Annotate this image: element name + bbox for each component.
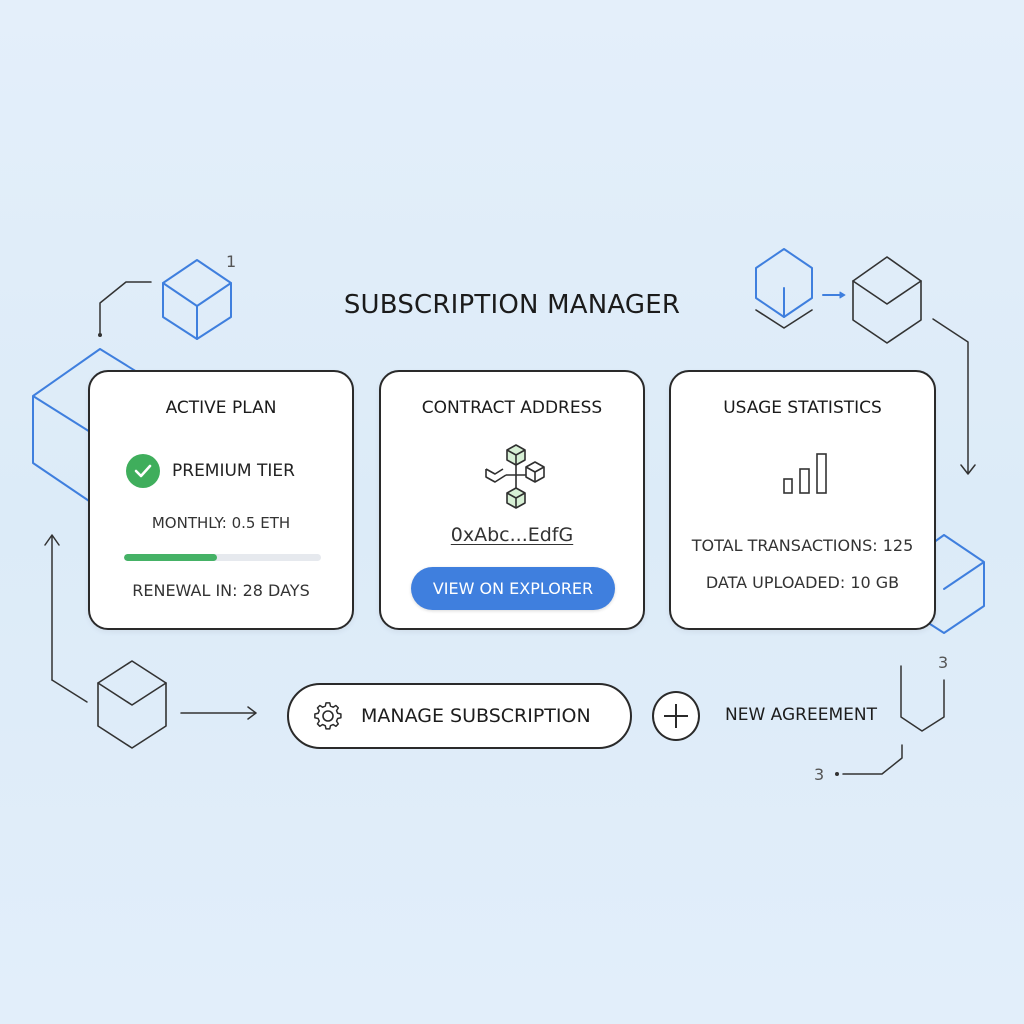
diagram-label-3-bottom: 3 <box>814 765 825 784</box>
check-circle-icon <box>126 454 160 488</box>
active-plan-card: ACTIVE PLAN PREMIUM TIER MONTHLY: 0.5 ET… <box>88 370 354 630</box>
bar-chart-icon <box>783 453 827 494</box>
total-transactions: TOTAL TRANSACTIONS: 125 <box>691 536 914 555</box>
contract-address-link[interactable]: 0xAbc...EdfG <box>450 524 574 546</box>
usage-statistics-card: USAGE STATISTICS TOTAL TRANSACTIONS: 125… <box>669 370 936 630</box>
new-agreement-label[interactable]: NEW AGREEMENT <box>725 705 877 725</box>
plus-icon <box>664 704 688 728</box>
progress-fill <box>124 554 217 561</box>
card-title: CONTRACT ADDRESS <box>421 398 603 418</box>
gear-icon <box>314 702 342 730</box>
card-title: USAGE STATISTICS <box>723 398 882 418</box>
manage-subscription-button[interactable]: MANAGE SUBSCRIPTION <box>287 683 632 749</box>
plan-tier: PREMIUM TIER <box>126 454 295 488</box>
cube-icon <box>97 660 167 749</box>
data-uploaded: DATA UPLOADED: 10 GB <box>705 573 900 592</box>
renewal-text: RENEWAL IN: 28 DAYS <box>132 581 310 600</box>
cube-icon <box>929 534 985 634</box>
contract-address-card: CONTRACT ADDRESS 0xAbc...EdfG VIEW ON EX… <box>379 370 645 630</box>
tier-label: PREMIUM TIER <box>172 461 295 481</box>
page-title: SUBSCRIPTION MANAGER <box>343 290 681 320</box>
new-agreement-button[interactable] <box>652 691 700 741</box>
card-title: ACTIVE PLAN <box>165 398 277 418</box>
view-on-explorer-button[interactable]: VIEW ON EXPLORER <box>411 567 615 610</box>
renewal-progress-bar <box>124 554 321 561</box>
diagram-label-3-top: 3 <box>938 653 949 672</box>
monthly-price: MONTHLY: 0.5 ETH <box>151 514 291 532</box>
manage-subscription-label: MANAGE SUBSCRIPTION <box>361 705 591 727</box>
diagram-label-1: 1 <box>226 252 237 271</box>
blockchain-network-icon <box>485 444 545 509</box>
